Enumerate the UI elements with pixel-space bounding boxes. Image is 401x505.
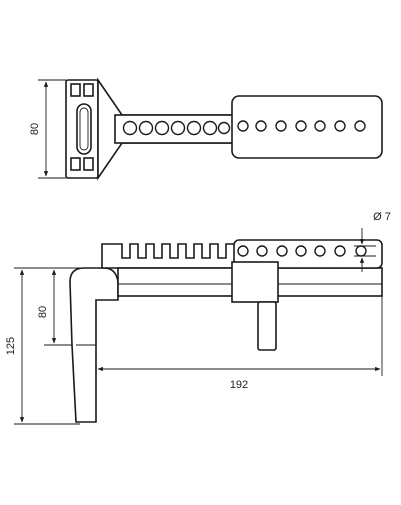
side-hole xyxy=(334,245,346,257)
side-view: 125 80 xyxy=(5,211,391,425)
handle-hole xyxy=(295,120,307,132)
rod-hole xyxy=(138,120,154,136)
rod-hole xyxy=(170,120,186,136)
hole-rod xyxy=(114,114,236,144)
handle-hole xyxy=(237,120,249,132)
hook-arm xyxy=(69,267,119,423)
side-hole xyxy=(295,245,307,257)
inner-height-dimension: 80 xyxy=(37,269,74,346)
clamp-head xyxy=(65,79,99,179)
length-dimension: 192 xyxy=(95,296,383,391)
rod-hole xyxy=(186,120,202,136)
top-view: 80 xyxy=(29,77,383,181)
side-hole xyxy=(355,245,367,257)
side-hole xyxy=(256,245,268,257)
rod-hole xyxy=(202,120,218,136)
toothed-rack xyxy=(101,243,236,269)
side-hole xyxy=(314,245,326,257)
top-height-label: 80 xyxy=(29,123,41,135)
rod-hole xyxy=(154,120,170,136)
length-label: 192 xyxy=(230,379,248,391)
slider-block xyxy=(231,261,279,351)
side-handle xyxy=(233,239,383,269)
handle-hole xyxy=(314,120,326,132)
hole-diameter-label: Ø 7 xyxy=(373,211,391,223)
inner-height-label: 80 xyxy=(37,306,49,318)
rod-hole xyxy=(217,121,231,135)
side-hole xyxy=(276,245,288,257)
handle-hole xyxy=(255,120,267,132)
handle-hole xyxy=(354,120,366,132)
handle-hole xyxy=(275,120,287,132)
handle-block xyxy=(231,95,383,159)
top-height-dimension: 80 xyxy=(29,79,66,179)
total-height-label: 125 xyxy=(5,337,17,355)
side-hole xyxy=(237,245,249,257)
handle-hole xyxy=(334,120,346,132)
rod-hole xyxy=(122,120,138,136)
hole-diameter-dimension: Ø 7 xyxy=(354,211,391,272)
